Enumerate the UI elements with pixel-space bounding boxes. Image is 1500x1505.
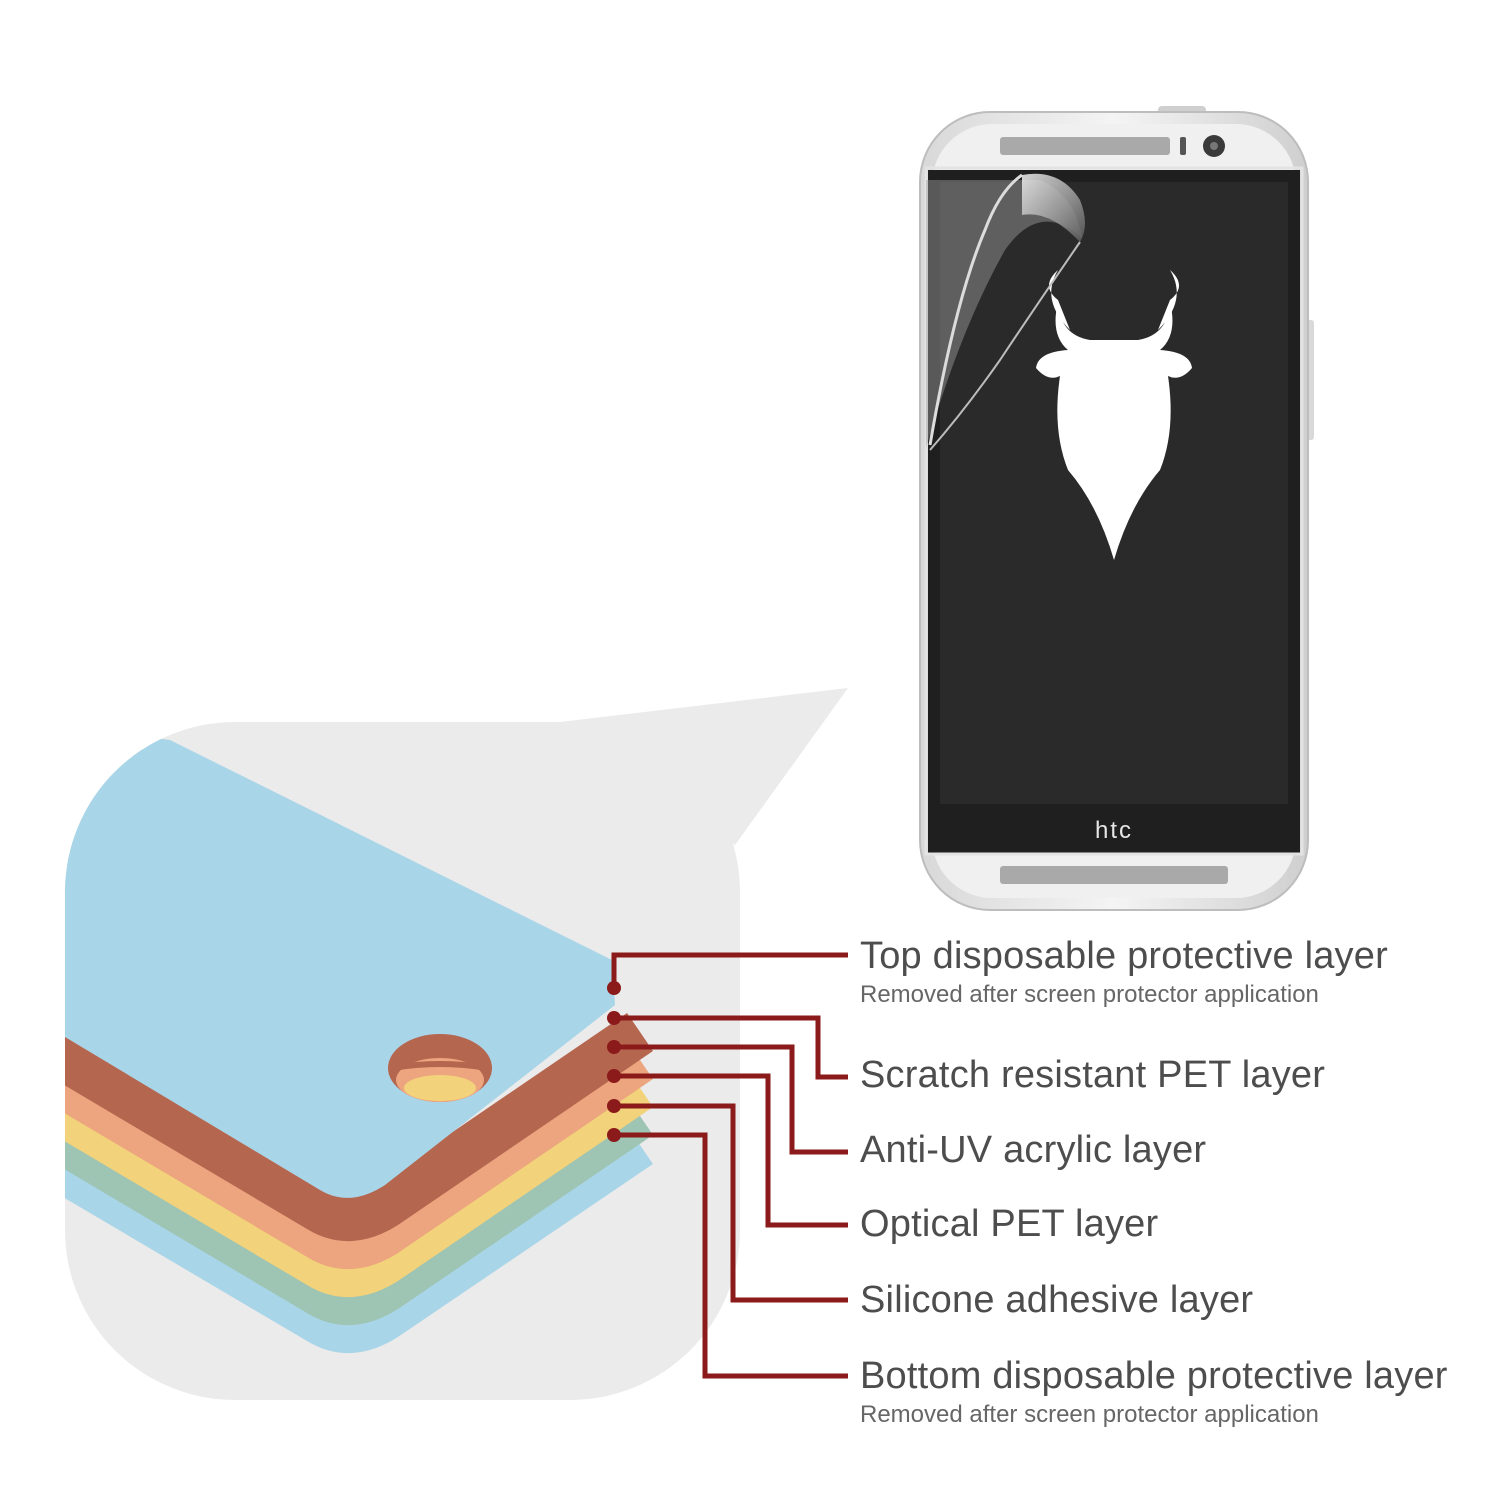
- label-title: Scratch resistant PET layer: [860, 1054, 1326, 1096]
- label-top-layer: Top disposable protective layer Removed …: [860, 934, 1388, 1010]
- label-title: Bottom disposable protective layer: [860, 1355, 1448, 1397]
- leader-dot-bottom: [607, 1128, 621, 1142]
- phone-illustration: htc: [919, 106, 1314, 911]
- callout-pointer: [560, 688, 848, 845]
- earpiece-hole: [388, 1034, 492, 1102]
- label-bottom-layer: Bottom disposable protective layer Remov…: [860, 1354, 1448, 1430]
- label-scratch-layer: Scratch resistant PET layer: [860, 1053, 1325, 1097]
- leader-line-antiuv: [614, 1044, 848, 1155]
- label-title: Top disposable protective layer: [860, 935, 1388, 977]
- label-title: Anti-UV acrylic layer: [860, 1129, 1207, 1171]
- leader-line-bottom: [614, 1132, 848, 1379]
- label-antiuv-layer: Anti-UV acrylic layer: [860, 1128, 1206, 1172]
- label-title: Optical PET layer: [860, 1203, 1159, 1245]
- leader-dot-scratch: [607, 1011, 621, 1025]
- layer-bottom-edge: [65, 1125, 653, 1354]
- leader-dot-top: [607, 981, 621, 995]
- label-optical-layer: Optical PET layer: [860, 1202, 1158, 1246]
- layer-silicone-edge: [65, 1096, 653, 1326]
- protector-outline: [924, 166, 1304, 856]
- leader-dot-silicone: [607, 1099, 621, 1113]
- label-subtitle: Removed after screen protector applicati…: [860, 1401, 1319, 1428]
- horned-bull-head-icon: [1036, 270, 1192, 560]
- leader-line-top: [611, 952, 848, 988]
- sensor: [1180, 137, 1186, 155]
- layer-optical-edge: [65, 1068, 653, 1298]
- label-title: Silicone adhesive layer: [860, 1279, 1254, 1321]
- leader-dot-optical: [607, 1069, 621, 1083]
- leader-lines: [611, 952, 848, 1379]
- leader-line-scratch: [614, 1015, 848, 1080]
- layer-scratch-edge: [65, 1012, 653, 1242]
- leader-dots: [607, 981, 621, 1142]
- label-subtitle: Removed after screen protector applicati…: [860, 981, 1319, 1008]
- bottom-speaker-grille: [1000, 866, 1228, 884]
- leader-line-optical: [614, 1073, 848, 1228]
- peeling-film-corner: [926, 173, 1085, 451]
- leader-line-silicone: [614, 1103, 848, 1303]
- htc-logo: htc: [1095, 817, 1133, 844]
- leader-dot-antiuv: [607, 1040, 621, 1054]
- top-speaker-grille: [1000, 137, 1170, 155]
- layer-antiuv-edge: [65, 1040, 653, 1270]
- label-silicone-layer: Silicone adhesive layer: [860, 1278, 1253, 1322]
